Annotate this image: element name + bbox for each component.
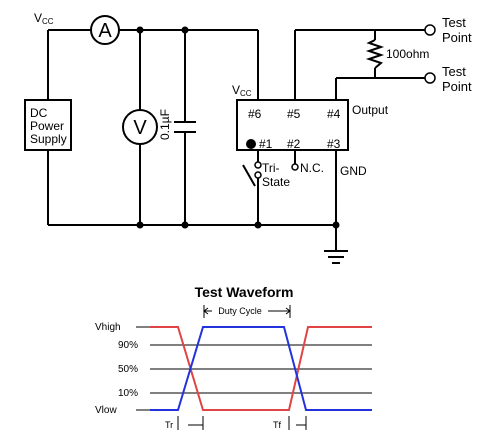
pin-5-label: #5	[287, 107, 301, 121]
voltmeter-label: V	[133, 117, 147, 139]
test-point-bottom-label-1: Test	[442, 64, 466, 79]
duty-cycle-marker	[203, 305, 291, 318]
test-point-bottom-label-2: Point	[442, 79, 472, 94]
level-label-10: 10%	[118, 388, 138, 399]
tristate-label-2: State	[262, 175, 290, 189]
falling-waveform-trace	[150, 326, 372, 411]
junction-dots	[136, 26, 340, 229]
test-point-top-label-2: Point	[442, 30, 472, 45]
dc-power-supply: DC Power Supply	[24, 99, 72, 151]
oscillator-chip: #6 #5 #4 #1 #2 #3	[236, 99, 349, 151]
capacitor-label: 0.1µF	[158, 109, 172, 140]
level-label-50: 50%	[118, 364, 138, 375]
level-label-vhigh: Vhigh	[95, 322, 121, 333]
pin-3-label: #3	[327, 137, 341, 151]
pin-6-label: #6	[248, 107, 262, 121]
ammeter-label: A	[98, 20, 112, 42]
resistor-icon	[365, 39, 385, 69]
pin-1-dot	[246, 139, 256, 149]
duty-cycle-label: Duty Cycle	[218, 306, 262, 316]
vcc-chip-label: VCC	[232, 83, 252, 98]
circuit-wires	[47, 29, 425, 250]
supply-line-1: DC	[30, 106, 48, 120]
level-guides	[150, 344, 372, 394]
tristate-label-1: Tri-	[262, 161, 280, 175]
vcc-left-label: VCC	[34, 11, 54, 26]
supply-line-3: Supply	[30, 132, 67, 146]
rise-fall-markers	[177, 416, 307, 430]
voltmeter-icon: V	[122, 109, 158, 145]
nc-label: N.C.	[300, 161, 324, 175]
tristate-switch-icon	[242, 161, 262, 187]
test-point-top-icon	[424, 24, 436, 36]
capacitor-icon	[174, 121, 196, 133]
level-label-90: 90%	[118, 340, 138, 351]
waveform-title: Test Waveform	[195, 284, 294, 300]
gnd-label: GND	[340, 164, 367, 178]
test-point-top-label-1: Test	[442, 15, 466, 30]
ammeter-icon: A	[90, 15, 120, 45]
pin-1-label: #1	[259, 137, 273, 151]
tr-label: Tr	[165, 420, 173, 430]
level-leader-ticks	[136, 326, 150, 411]
ground-symbol	[324, 250, 348, 264]
resistor-label: 100ohm	[386, 47, 429, 61]
output-label: Output	[352, 103, 389, 117]
nc-pin-icon	[291, 163, 299, 171]
supply-line-2: Power	[30, 119, 64, 133]
pin-4-label: #4	[327, 107, 341, 121]
tf-label: Tf	[273, 420, 281, 430]
rising-waveform-trace	[150, 326, 372, 411]
test-point-bottom-icon	[424, 72, 436, 84]
pin-2-label: #2	[287, 137, 301, 151]
level-label-vlow: Vlow	[95, 405, 117, 416]
